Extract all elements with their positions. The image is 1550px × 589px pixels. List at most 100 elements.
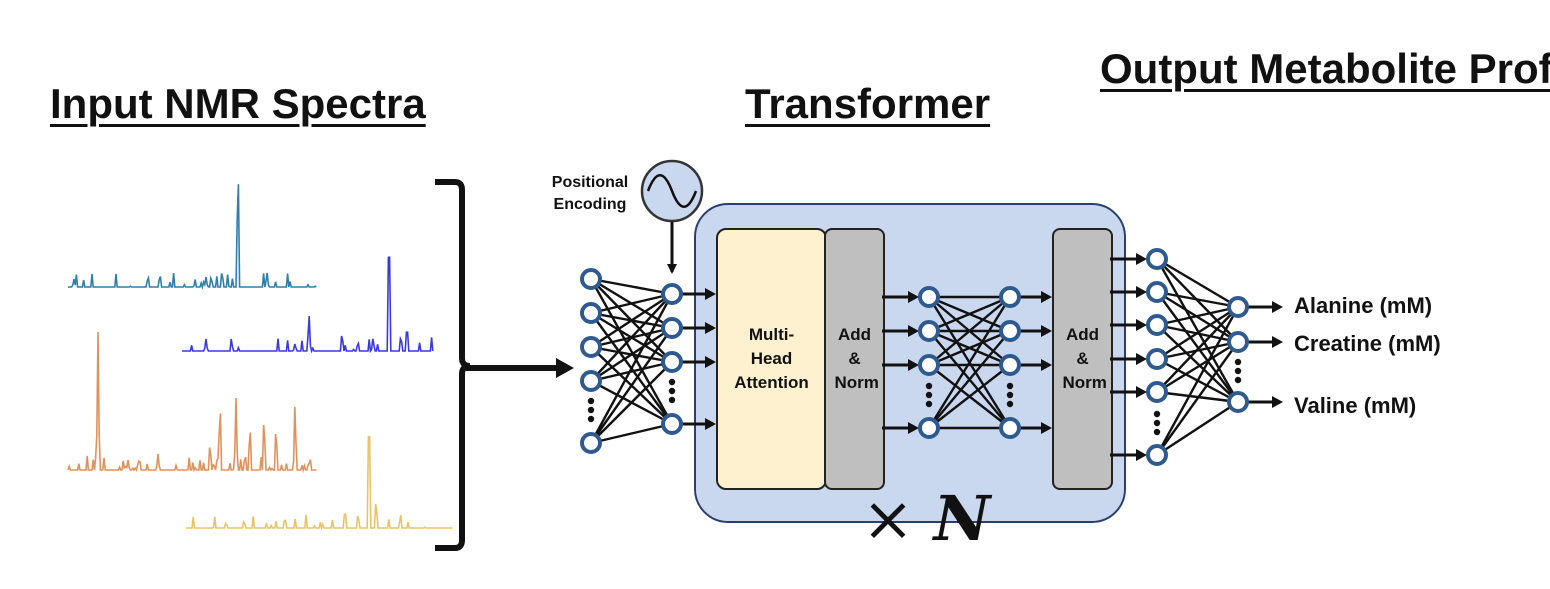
input-dense-edge [590,293,673,382]
to-ffn-arrow-head [908,291,919,303]
ffn-dense-edge [928,295,1011,333]
to-output-layer-arrow-head [1136,319,1147,331]
output-node [1227,331,1249,353]
ffn-dense-edge [928,329,1011,367]
output-dense-edge [1156,305,1239,361]
ellipsis-dots [587,406,595,414]
input-spectra [67,184,453,531]
positional-encoding-label: Positional Encoding [551,174,629,213]
ellipsis-dots [1234,376,1242,384]
to-output-layer-arrow-head [1136,286,1147,298]
to-attention-arrow-head [705,356,716,368]
output-node [1227,296,1249,318]
input-node [580,336,602,358]
ffn-node [918,320,940,342]
ffn-output-node [999,417,1021,439]
output-dense-edge [1156,305,1239,327]
bracket-arrowhead [556,358,574,378]
to-output-layer-arrow-head [1136,253,1147,265]
to-norm-arrow-head [1041,325,1052,337]
head-node [1146,248,1168,270]
output-label-creatine: Creatine (mM) [1294,331,1441,356]
multi-head-attention-block: Multi-Head Attention [716,228,827,490]
to-output-layer-arrow-head [1136,449,1147,461]
input-dense-edge [590,292,673,315]
input-dense-edge [590,292,673,349]
ellipsis-dots [668,396,676,404]
output-dense-edge [1156,324,1239,403]
ellipsis-dots [1234,358,1242,366]
to-norm-arrow-head [1041,359,1052,371]
to-ffn-arrow-head [908,325,919,337]
title-output-profile: Output Metabolite Profile [1100,45,1550,92]
ffn-node [918,417,940,439]
ffn-dense-edge [927,296,1012,429]
ellipsis-dots [668,378,676,386]
ellipsis-dots [587,397,595,405]
to-attention-arrow-head [705,288,716,300]
repeat-n-label: × N [862,482,991,555]
embedding-node [661,351,683,373]
head-node [1146,314,1168,336]
spectrum-1 [68,184,317,291]
to-attention-arrow-head [705,418,716,430]
spectrum-2 [182,256,434,354]
input-dense-edge [590,361,673,444]
spectrum-4 [186,435,453,531]
to-norm-arrow-head [1041,422,1052,434]
ellipsis-dots [587,415,595,423]
to-attention-arrow-head [705,322,716,334]
ffn-dense-edge [928,330,1011,429]
ellipsis-dots [1153,428,1161,436]
network-graph [580,248,1283,466]
output-dense-edge [1155,258,1240,403]
output-arrow-head [1272,301,1283,313]
ffn-dense-edge [928,296,1011,366]
embedding-node [661,317,683,339]
output-label-alanine: Alanine (mM) [1294,293,1433,318]
spectrum-3 [67,331,317,474]
head-node [1146,381,1168,403]
head-node [1146,348,1168,370]
ffn-dense-edge [928,364,1011,429]
title-transformer: Transformer [745,80,991,127]
ellipsis-dots [1234,367,1242,375]
output-dense-edge [1156,291,1239,403]
ffn-output-node [999,286,1021,308]
output-node [1227,391,1249,413]
ffn-output-node [999,354,1021,376]
head-node [1146,281,1168,303]
ellipsis-dots [925,400,933,408]
input-node [580,432,602,454]
ellipsis-dots [925,391,933,399]
ellipsis-dots [1006,382,1014,390]
input-dense-edge [590,277,673,296]
input-dense-edge [590,327,673,444]
input-dense-edge [589,293,674,444]
ellipsis-dots [1153,419,1161,427]
output-dense-edge [1156,400,1239,457]
input-dense-edge [590,360,673,383]
head-node [1146,444,1168,466]
output-arrow-head [1272,336,1283,348]
ellipsis-dots [1006,400,1014,408]
ffn-output-node [999,320,1021,342]
to-output-layer-arrow-head [1136,353,1147,365]
input-dense-edge [589,278,674,425]
input-node [580,268,602,290]
input-node [580,302,602,324]
embedding-node [661,283,683,305]
to-output-layer-arrow-head [1136,386,1147,398]
input-dense-edge [590,422,673,445]
embedding-node [661,413,683,435]
positional-encoding-icon [640,159,704,223]
add-norm-block-1: Add & Norm [824,228,885,490]
add-norm-block-2: Add & Norm [1052,228,1113,490]
output-dense-edge [1156,306,1239,393]
bracket [435,179,471,551]
ffn-node [918,286,940,308]
ellipsis-dots [925,382,933,390]
output-dense-edge [1156,340,1239,394]
to-norm-arrow-head [1041,291,1052,303]
output-dense-edge [1155,306,1240,456]
